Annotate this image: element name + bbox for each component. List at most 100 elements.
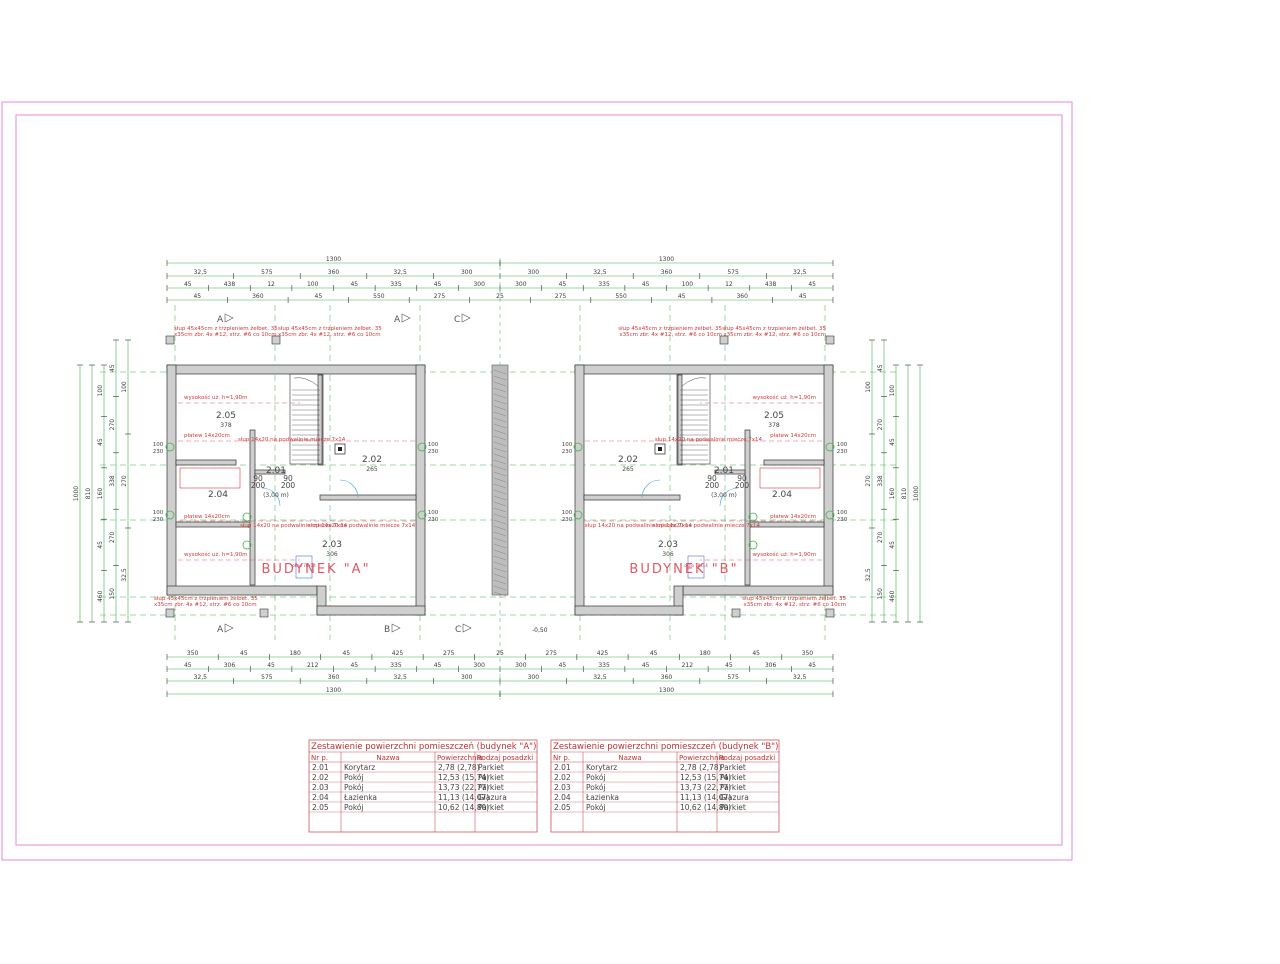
structural-note: słup 14x20 na podwalinie miecze 7x14 bbox=[585, 523, 693, 529]
structural-note: x35cm zbr. 4x #12, strz. #6 co 10cm bbox=[174, 332, 277, 338]
hatch-line bbox=[493, 375, 507, 381]
table-a-cell: 12,53 (15,74) bbox=[438, 773, 489, 782]
table-a-cell: 2.01 bbox=[312, 763, 329, 772]
roof-window-label: okno 78x14 bbox=[292, 563, 316, 568]
structural-note: wysokość uż. h=1,90m bbox=[752, 394, 816, 401]
table-b-header: Powierzchnia bbox=[679, 754, 725, 762]
dim-bottom-row2-label: 45 bbox=[808, 662, 816, 669]
table-a-frame bbox=[308, 739, 538, 833]
dim-top-row2-label: 12 bbox=[725, 281, 733, 288]
dim-top-row3-label: 45 bbox=[315, 293, 323, 300]
dim-bottom-row2-label: 45 bbox=[434, 662, 442, 669]
dim-top-row2-label: 45 bbox=[184, 281, 192, 288]
window-marker bbox=[165, 510, 175, 520]
hatch-line bbox=[493, 459, 507, 465]
table-a-cell: 11,13 (14,07) bbox=[438, 793, 489, 802]
structural-note: płatew 14x20cm bbox=[770, 514, 816, 520]
dim-left-row5-label: 32,5 bbox=[121, 568, 128, 582]
stair-turn bbox=[293, 377, 319, 387]
window-dim-label: 100 bbox=[153, 442, 164, 448]
dim-right-row4-label: 150 bbox=[877, 588, 884, 600]
table-b-cell: 2.02 bbox=[554, 773, 571, 782]
hatch-line bbox=[493, 453, 507, 459]
door-swing bbox=[261, 487, 281, 507]
hatch-line bbox=[493, 555, 507, 561]
column-square bbox=[165, 335, 175, 345]
dim-top-row1-label: 32,5 bbox=[593, 269, 607, 276]
roof-window bbox=[295, 555, 313, 579]
dim-top-row1-label: 32,5 bbox=[393, 269, 407, 276]
room-dim: 306 bbox=[662, 551, 674, 558]
dim-bottom-row3-label: 575 bbox=[261, 674, 273, 681]
dim-top-row3-label: 45 bbox=[678, 293, 686, 300]
dim-right-row4-label: 45 bbox=[877, 364, 884, 372]
window-dim-label: 230 bbox=[428, 517, 439, 523]
hatch-line bbox=[493, 573, 507, 579]
hatch-line bbox=[493, 561, 507, 567]
table-b-cell: Glazura bbox=[720, 793, 749, 802]
dim-top-row1-label: 575 bbox=[261, 269, 273, 276]
dim-overall-top-b-label: 1300 bbox=[659, 256, 674, 263]
column-square bbox=[259, 608, 269, 618]
hatch-line bbox=[493, 477, 507, 483]
hatch-line bbox=[493, 429, 507, 435]
table-a-cell: 13,73 (22,77) bbox=[438, 783, 489, 792]
room-dim: 378 bbox=[768, 422, 780, 429]
section-mark: A bbox=[217, 625, 224, 635]
door-width-label: 90 bbox=[283, 474, 293, 483]
table-a-cell: 10,62 (14,80) bbox=[438, 803, 489, 812]
dim-bottom-row3-label: 360 bbox=[328, 674, 340, 681]
hatch-line bbox=[493, 549, 507, 555]
dim-bottom-row2-label: 45 bbox=[725, 662, 733, 669]
dim-right-row3-label: 100 bbox=[889, 385, 896, 397]
dim-bottom-row1-label: 180 bbox=[699, 650, 711, 657]
section-mark: C bbox=[455, 625, 461, 635]
window-dim-label: 100 bbox=[837, 442, 848, 448]
structural-note: słup 45x45cm z trzpieniem żelbet. 35 bbox=[174, 326, 278, 332]
dim-top-row3-label: 45 bbox=[799, 293, 807, 300]
room-number: 2.02 bbox=[618, 455, 638, 465]
room-number: 2.05 bbox=[764, 411, 784, 421]
structural-note: wysokość uż. h=1,90m bbox=[184, 394, 248, 401]
room-number: 2.02 bbox=[362, 455, 382, 465]
dim-bottom-row3-label: 32,5 bbox=[593, 674, 607, 681]
dim-bottom-row3-label: 32,5 bbox=[393, 674, 407, 681]
dim-bottom-row1-label: 180 bbox=[289, 650, 301, 657]
dim-top-row3-label: 360 bbox=[736, 293, 748, 300]
structural-note: wysokość uż. h=1,90m bbox=[184, 551, 248, 558]
section-mark: B bbox=[384, 625, 390, 635]
roof-window bbox=[687, 555, 705, 579]
dim-top-row2-label: 335 bbox=[598, 281, 610, 288]
column-square bbox=[731, 608, 741, 618]
table-a-header: Nazwa bbox=[376, 754, 399, 762]
room-number: 2.03 bbox=[658, 540, 678, 550]
partition-bath-top bbox=[763, 459, 825, 466]
window-marker bbox=[417, 510, 427, 520]
outer-frame bbox=[1, 101, 1073, 861]
dim-bottom-row2-label: 45 bbox=[184, 662, 192, 669]
dim-left-row4-label: 150 bbox=[109, 588, 116, 600]
hatch-line bbox=[493, 441, 507, 447]
dim-bottom-row1-label: 45 bbox=[752, 650, 760, 657]
dim-top-row3-label: 275 bbox=[555, 293, 567, 300]
dim-bottom-row1-label: 350 bbox=[802, 650, 814, 657]
structural-note: słup 14x20 na podwalinie miecze 7x14 bbox=[240, 523, 348, 529]
room-dim: 265 bbox=[366, 466, 378, 473]
hatch-line bbox=[493, 543, 507, 549]
dim-bottom-row2-label: 45 bbox=[559, 662, 567, 669]
wall-right bbox=[574, 364, 585, 616]
hatch-line bbox=[493, 483, 507, 489]
dim-top-row2-label: 438 bbox=[224, 281, 236, 288]
dim-top-row2-label: 45 bbox=[808, 281, 816, 288]
hatch-line bbox=[493, 495, 507, 501]
dim-top-row1-label: 360 bbox=[328, 269, 340, 276]
table-a-cell: 2.04 bbox=[312, 793, 329, 802]
dim-bottom-row1-label: 275 bbox=[546, 650, 558, 657]
door-height-label: 200 bbox=[281, 481, 296, 490]
hatch-line bbox=[493, 417, 507, 423]
room-dim: 265 bbox=[622, 466, 634, 473]
hatch-line bbox=[493, 579, 507, 585]
